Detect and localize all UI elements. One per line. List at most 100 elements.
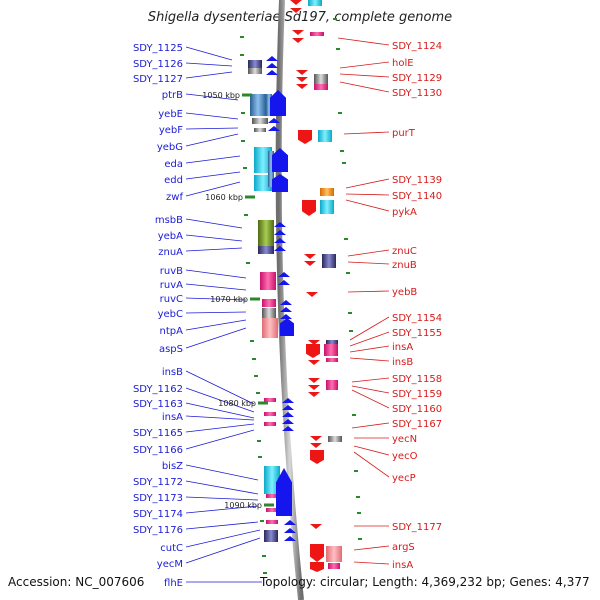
right-gene-label: SDY_1160 bbox=[392, 404, 442, 415]
left-gene-label: aspS bbox=[159, 344, 183, 355]
left-gene-label: yebG bbox=[157, 142, 183, 153]
left-gene-leader bbox=[185, 402, 255, 419]
left-gene-leader bbox=[185, 247, 243, 252]
right-gene-label: yebB bbox=[392, 287, 417, 298]
left-gene-label: yebC bbox=[158, 309, 183, 320]
feature-tick bbox=[260, 520, 264, 522]
right-gene-leader bbox=[349, 357, 390, 362]
gene-feature-block bbox=[262, 318, 278, 338]
feature-tick bbox=[258, 456, 262, 458]
forward-strand-arrow bbox=[302, 200, 316, 216]
feature-tick bbox=[352, 414, 356, 416]
gene-feature-block bbox=[248, 60, 262, 68]
gene-feature-block bbox=[258, 220, 274, 234]
forward-strand-arrow bbox=[296, 84, 308, 89]
forward-strand-arrow bbox=[308, 340, 320, 345]
left-gene-leader bbox=[185, 327, 247, 349]
gene-feature-block bbox=[314, 74, 328, 84]
right-gene-leader bbox=[339, 81, 390, 93]
reverse-strand-arrow bbox=[282, 426, 294, 431]
left-gene-label: ntpA bbox=[160, 326, 184, 337]
right-gene-label: znuB bbox=[392, 260, 417, 271]
left-gene-leader bbox=[185, 521, 259, 530]
forward-strand-arrow bbox=[296, 77, 308, 82]
left-gene-label: insA bbox=[162, 412, 183, 423]
left-gene-leader bbox=[185, 218, 243, 229]
left-gene-leader bbox=[185, 297, 247, 301]
left-gene-label: SDY_1172 bbox=[133, 477, 183, 488]
forward-strand-arrow bbox=[306, 344, 320, 358]
left-gene-label: ruvC bbox=[160, 294, 183, 305]
gene-feature-block bbox=[328, 436, 342, 442]
left-gene-label: eda bbox=[164, 159, 183, 170]
gene-feature-block bbox=[314, 84, 328, 90]
left-gene-label: yebF bbox=[159, 125, 183, 136]
left-gene-label: yebE bbox=[158, 109, 183, 120]
feature-tick bbox=[354, 470, 358, 472]
left-gene-leader bbox=[185, 537, 261, 564]
gene-feature-block bbox=[320, 188, 334, 196]
reverse-strand-arrow bbox=[278, 280, 290, 285]
feature-tick bbox=[356, 496, 360, 498]
left-gene-label: bisZ bbox=[162, 461, 183, 472]
reverse-strand-arrow bbox=[270, 90, 286, 116]
reverse-strand-arrow bbox=[266, 63, 278, 68]
right-gene-leader bbox=[337, 37, 390, 46]
left-gene-label: ruvA bbox=[160, 280, 183, 291]
reverse-strand-arrow bbox=[272, 148, 288, 172]
left-gene-leader bbox=[185, 415, 255, 421]
gene-feature-block bbox=[324, 344, 338, 356]
left-gene-leader bbox=[185, 269, 247, 279]
feature-tick bbox=[263, 572, 267, 574]
forward-strand-arrow bbox=[298, 130, 312, 144]
right-gene-leader bbox=[339, 61, 390, 69]
left-gene-leader bbox=[185, 46, 233, 61]
left-gene-leader bbox=[185, 370, 255, 405]
feature-tick bbox=[241, 112, 245, 114]
reverse-strand-arrow bbox=[274, 222, 286, 227]
kbp-label: 1060 kbp bbox=[205, 193, 243, 202]
reverse-strand-arrow bbox=[274, 230, 286, 235]
accession-label: Accession: NC_007606 bbox=[8, 575, 145, 589]
kbp-tick bbox=[258, 401, 268, 405]
kbp-label: 1050 kbp bbox=[202, 91, 240, 100]
gene-feature-block bbox=[264, 422, 276, 426]
left-gene-label: SDY_1174 bbox=[133, 509, 183, 520]
right-gene-label: SDY_1158 bbox=[392, 374, 442, 385]
gene-feature-block bbox=[268, 151, 274, 187]
reverse-strand-arrow bbox=[268, 126, 280, 131]
right-gene-label: yecN bbox=[392, 434, 417, 445]
left-gene-leader bbox=[185, 496, 259, 501]
gene-feature-block bbox=[326, 546, 342, 562]
forward-strand-arrow bbox=[310, 562, 324, 572]
forward-strand-arrow bbox=[308, 360, 320, 365]
reverse-strand-arrow bbox=[280, 307, 292, 312]
reverse-strand-arrow bbox=[280, 318, 294, 336]
forward-strand-arrow bbox=[310, 443, 322, 448]
forward-strand-arrow bbox=[290, 8, 302, 13]
left-gene-leader bbox=[185, 62, 233, 67]
feature-tick bbox=[240, 36, 244, 38]
left-gene-label: SDY_1166 bbox=[133, 445, 183, 456]
diagram-title: Shigella dysenteriae Sd197, complete gen… bbox=[147, 10, 453, 25]
forward-strand-arrow bbox=[304, 261, 316, 266]
reverse-strand-arrow bbox=[274, 238, 286, 243]
gene-feature-block bbox=[254, 175, 272, 191]
right-gene-leader bbox=[345, 199, 390, 212]
gene-feature-block bbox=[266, 508, 278, 512]
left-gene-label: SDY_1125 bbox=[133, 43, 183, 54]
feature-tick bbox=[256, 392, 260, 394]
left-gene-label: ruvB bbox=[160, 266, 183, 277]
left-gene-leader bbox=[185, 529, 261, 548]
left-gene-label: SDY_1162 bbox=[133, 384, 183, 395]
reverse-strand-arrow bbox=[272, 174, 288, 192]
feature-tick bbox=[338, 112, 342, 114]
right-gene-leader bbox=[351, 389, 390, 409]
reverse-strand-arrow bbox=[278, 272, 290, 277]
right-gene-leader bbox=[349, 331, 390, 347]
left-gene-label: edd bbox=[164, 175, 183, 186]
gene-feature-block bbox=[328, 563, 340, 569]
right-gene-label: insB bbox=[392, 357, 413, 368]
gene-feature-block bbox=[262, 308, 276, 318]
kbp-label: 1070 kbp bbox=[210, 295, 248, 304]
